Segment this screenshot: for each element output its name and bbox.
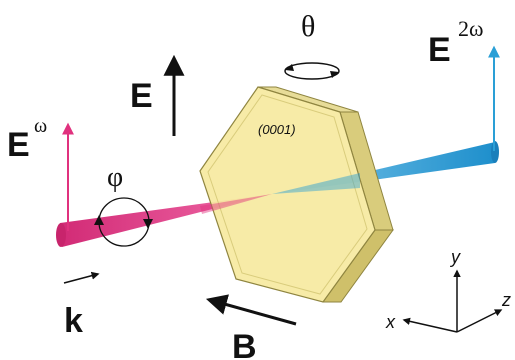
z-axis-label: z bbox=[501, 290, 511, 310]
coordinate-axes: y x z bbox=[385, 247, 511, 333]
y-axis-label: y bbox=[449, 247, 461, 267]
svg-text:ω: ω bbox=[34, 115, 47, 137]
svg-text:2ω: 2ω bbox=[458, 16, 483, 41]
phi-label: φ bbox=[107, 162, 123, 193]
k-label: k bbox=[64, 302, 83, 340]
theta-label: θ bbox=[301, 10, 315, 43]
x-axis-label: x bbox=[385, 312, 396, 332]
crystal-face-label: (0001) bbox=[258, 122, 296, 137]
b-field-arrow bbox=[205, 294, 297, 326]
b-field-label: B bbox=[232, 328, 257, 360]
svg-text:E: E bbox=[428, 31, 451, 69]
e-2omega-label: E 2ω bbox=[428, 16, 483, 69]
z-axis-arrow bbox=[456, 309, 503, 333]
phi-rotation-arrow bbox=[94, 197, 153, 247]
k-vector-arrow bbox=[63, 271, 100, 284]
crystal-front-face bbox=[199, 86, 376, 303]
e-omega-label: E ω bbox=[7, 115, 47, 164]
svg-text:E: E bbox=[7, 126, 30, 164]
e-field-label: E bbox=[130, 77, 153, 115]
beam-through-crystal bbox=[200, 173, 360, 214]
hexagonal-crystal: (0001) bbox=[199, 86, 394, 303]
theta-rotation-arrow bbox=[284, 62, 340, 80]
x-axis-arrow bbox=[402, 317, 458, 333]
